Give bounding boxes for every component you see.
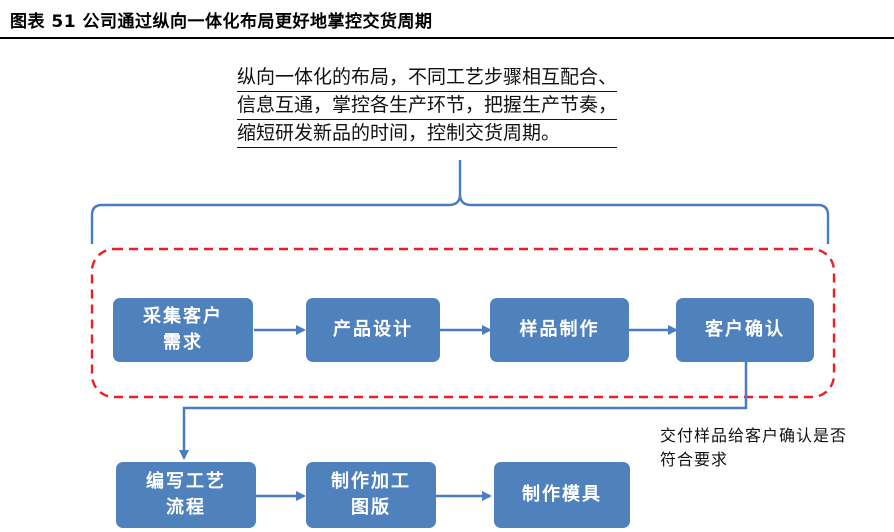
step-label: 制作模具 (522, 484, 602, 505)
title-divider (0, 37, 894, 39)
step-product-design: 产品设计 (306, 298, 440, 362)
figure-title: 图表 51 公司通过纵向一体化布局更好地掌控交货周期 (10, 12, 433, 32)
step-make-plates: 制作加工图版 (306, 462, 436, 528)
intro-line-1: 纵向一体化的布局，不同工艺步骤相互配合、 (237, 64, 618, 92)
step-label: 产品设计 (333, 319, 413, 340)
connector-down (179, 362, 748, 460)
step-label: 客户确认 (705, 319, 785, 340)
curly-brace (90, 160, 830, 244)
step-write-process: 编写工艺流程 (116, 462, 256, 528)
step-label: 样品制作 (519, 319, 600, 340)
step-label: 制作加工图版 (331, 471, 411, 518)
confirm-note: 交付样品给客户确认是否符合要求 (660, 426, 848, 469)
step-collect-requirements: 采集客户需求 (113, 298, 253, 362)
step-make-molds: 制作模具 (494, 462, 630, 528)
step-label: 采集客户需求 (143, 306, 223, 353)
step-label: 编写工艺流程 (146, 471, 226, 518)
intro-text: 纵向一体化的布局，不同工艺步骤相互配合、 信息互通，掌控各生产环节，把握生产节奏… (237, 64, 618, 148)
intro-line-2: 信息互通，掌控各生产环节，把握生产节奏， (237, 92, 618, 120)
step-sample-making: 样品制作 (490, 298, 629, 362)
dashed-group-border (90, 247, 836, 399)
intro-line-3: 缩短研发新品的时间，控制交货周期。 (237, 120, 618, 148)
step-customer-confirm: 客户确认 (676, 298, 814, 362)
